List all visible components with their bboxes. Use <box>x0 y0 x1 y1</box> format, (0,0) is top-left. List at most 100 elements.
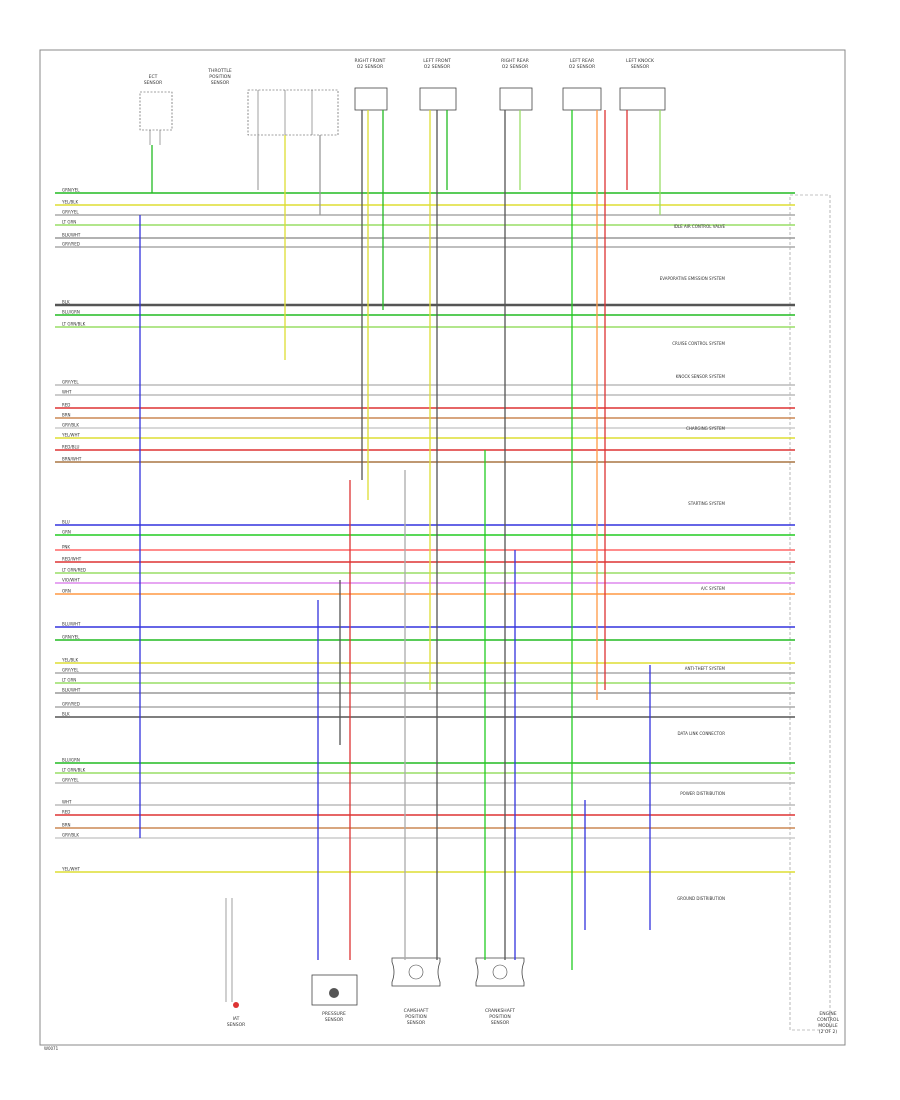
reference-label: CHARGING SYSTEM <box>686 426 725 431</box>
right-rear-o2-label: O2 SENSOR <box>502 64 528 70</box>
reference-label: IDLE AIR CONTROL VALVE <box>674 224 726 229</box>
wire-color-label: LT GRN/BLK <box>62 768 86 773</box>
left-knock-body <box>619 87 666 111</box>
ect-sensor: ECT SENSOR <box>139 74 173 145</box>
wire-color-label: BLU/WHT <box>62 622 81 627</box>
ecm-label-line: MODULE <box>818 1023 838 1029</box>
ckp-sensor-label: POSITION <box>489 1014 510 1020</box>
right-front-o2-label: O2 SENSOR <box>357 64 383 70</box>
wire-color-label: LT GRN <box>62 678 76 683</box>
wire-color-label: GRY/YEL <box>62 210 79 215</box>
reference-label: GROUND DISTRIBUTION <box>677 896 725 901</box>
left-knock-label: LEFT KNOCK <box>626 58 655 64</box>
iat-sensor-label: IAT <box>233 1016 240 1022</box>
vertical-wire-runs <box>139 110 661 970</box>
ckp-sensor-label: CRANKSHAFT <box>485 1008 515 1014</box>
reference-label: DATA LINK CONNECTOR <box>678 731 726 736</box>
cmp-sensor-label: CAMSHAFT <box>404 1008 429 1014</box>
left-front-o2-label: LEFT FRONT <box>423 58 451 64</box>
tps-sensor-label: POSITION <box>209 74 230 80</box>
wire-color-label: YEL/WHT <box>61 867 81 872</box>
diagram-id: W0071 <box>44 1046 59 1051</box>
wire-color-label: BRN <box>62 823 71 828</box>
pressure-sensor-label: SENSOR <box>325 1017 344 1023</box>
reference-label: CRUISE CONTROL SYSTEM <box>672 341 725 346</box>
wire-color-label: YEL/WHT <box>61 433 81 438</box>
reference-label: POWER DISTRIBUTION <box>680 791 725 796</box>
reference-label: A/C SYSTEM <box>701 586 726 591</box>
wire-color-label: YEL/BLK <box>61 658 79 663</box>
cmp-sensor-label: SENSOR <box>407 1020 426 1026</box>
ecm-box <box>789 194 831 1031</box>
wire-color-label: WHT <box>62 800 72 805</box>
tps-sensor-label: THROTTLE <box>207 68 232 74</box>
wire-color-label: ORN <box>62 589 71 594</box>
right-rear-o2-sensor: RIGHT REAR O2 SENSOR <box>499 58 533 111</box>
wire-color-label: LT GRN/BLK <box>62 322 86 327</box>
ckp-sensor: CRANKSHAFT POSITION SENSOR <box>475 957 525 1026</box>
left-front-o2-sensor: LEFT FRONT O2 SENSOR <box>419 58 457 111</box>
reference-label: EVAPORATIVE EMISSION SYSTEM <box>660 276 726 281</box>
left-rear-o2-body <box>562 87 602 111</box>
wire-color-label: GRY/RED <box>62 702 80 707</box>
wire-color-label: GRY/YEL <box>62 668 79 673</box>
ecm-label: ENGINE CONTROL MODULE (2 OF 2) <box>817 1011 839 1035</box>
wire-color-label: BLU/GRN <box>62 758 80 763</box>
wire-color-label: GRY/BLK <box>62 833 79 838</box>
wire-color-label: BLK <box>62 300 70 305</box>
wire-color-label: RED <box>62 810 70 815</box>
ckp-sensor-label: SENSOR <box>491 1020 510 1026</box>
ect-sensor-label: ECT <box>149 74 158 80</box>
ecm-label-line: ENGINE <box>819 1011 836 1017</box>
wire-color-label: BRN <box>62 413 71 418</box>
ecm-label-line: CONTROL <box>817 1017 839 1023</box>
diagram-frame <box>39 49 846 1046</box>
ckp-sensor-body <box>475 957 525 987</box>
wire-color-label: BLK <box>62 712 70 717</box>
right-rear-o2-body <box>499 87 533 111</box>
reference-label: ANTI-THEFT SYSTEM <box>685 666 726 671</box>
tps-sensor-label: SENSOR <box>211 80 230 86</box>
right-front-o2-body <box>354 87 388 111</box>
ect-sensor-body <box>139 91 173 131</box>
wire-color-label: GRY/BLK <box>62 423 79 428</box>
right-rear-o2-label: RIGHT REAR <box>501 58 529 64</box>
wire-color-label: YEL/BLK <box>61 200 79 205</box>
wire-runs: GRN/YEL YEL/BLK GRY/YEL LT GRN BLK/WHT GRY/RE… <box>55 188 795 873</box>
pressure-sensor-body <box>311 974 358 1006</box>
wire-color-label: GRN/YEL <box>62 188 80 193</box>
wire-color-label: GRY/YEL <box>62 380 79 385</box>
tps-sensor-body <box>247 89 339 136</box>
wire-color-label: VIO/WHT <box>62 578 80 583</box>
wire-color-label: LT GRN <box>62 220 76 225</box>
left-front-o2-label: O2 SENSOR <box>424 64 450 70</box>
right-reference-labels: IDLE AIR CONTROL VALVE EVAPORATIVE EMISSI… <box>660 224 726 901</box>
wire-color-label: RED/WHT <box>62 557 82 562</box>
right-front-o2-sensor: RIGHT FRONT O2 SENSOR <box>354 58 388 111</box>
cmp-sensor-body <box>391 957 441 987</box>
left-knock-label: SENSOR <box>631 64 650 70</box>
wire-color-label: GRN <box>62 530 71 535</box>
pressure-sensor: PRESSURE SENSOR <box>311 974 358 1023</box>
left-rear-o2-sensor: LEFT REAR O2 SENSOR <box>562 58 602 111</box>
left-front-o2-body <box>419 87 457 111</box>
left-rear-o2-label: LEFT REAR <box>570 58 594 64</box>
iat-sensor-body <box>233 1002 239 1008</box>
left-knock-sensor: LEFT KNOCK SENSOR <box>619 58 666 111</box>
wire-color-label: BLU/GRN <box>62 310 80 315</box>
wire-color-label: GRN/YEL <box>62 635 80 640</box>
reference-label: KNOCK SENSOR SYSTEM <box>676 374 726 379</box>
pressure-sensor-label: PRESSURE <box>322 1011 346 1017</box>
cmp-sensor: CAMSHAFT POSITION SENSOR <box>391 957 441 1026</box>
tps-sensor: THROTTLE POSITION SENSOR <box>207 68 339 136</box>
wire-color-label: BLK/WHT <box>62 688 81 693</box>
wire-color-label: BLK/WHT <box>62 233 81 238</box>
ecm-label-line: (2 OF 2) <box>819 1029 837 1035</box>
wire-color-label: BRN/WHT <box>62 457 82 462</box>
wire-color-label: GRY/YEL <box>62 778 79 783</box>
wire-color-label: GRY/RED <box>62 242 80 247</box>
reference-label: STARTING SYSTEM <box>688 501 725 506</box>
wire-color-label: WHT <box>62 390 72 395</box>
cmp-sensor-label: POSITION <box>405 1014 426 1020</box>
